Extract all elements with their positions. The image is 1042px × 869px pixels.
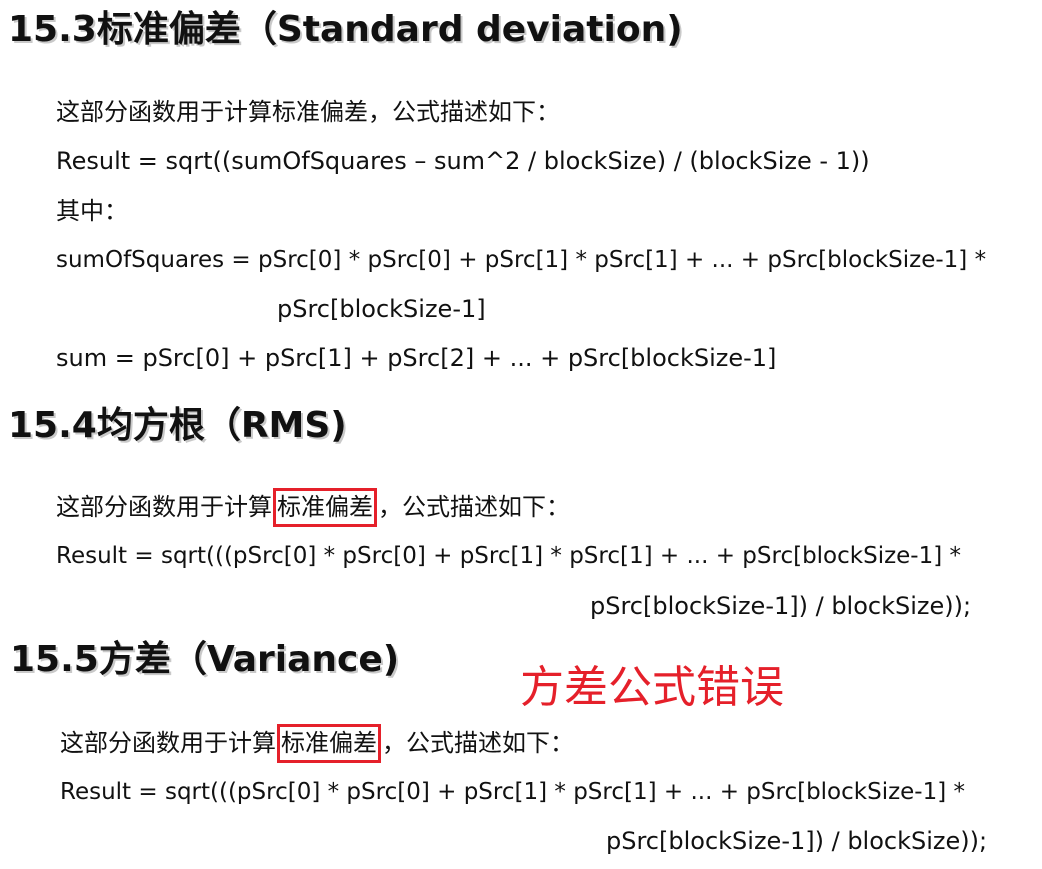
- variance-formula-line-2: pSrc[blockSize-1]) / blockSize));: [606, 827, 988, 855]
- rms-formula-line-2: pSrc[blockSize-1]) / blockSize));: [590, 592, 972, 620]
- std-dev-where-label: 其中：: [56, 197, 128, 225]
- variance-intro: 这部分函数用于计算标准偏差，公式描述如下：: [60, 724, 574, 763]
- variance-intro-before: 这部分函数用于计算: [60, 729, 276, 757]
- sum-line: sum = pSrc[0] + pSrc[1] + pSrc[2] + ... …: [56, 344, 777, 372]
- rms-intro: 这部分函数用于计算标准偏差，公式描述如下：: [56, 488, 570, 527]
- variance-intro-after: ，公式描述如下：: [382, 729, 574, 757]
- section-heading-std-dev: 15.3标准偏差（Standard deviation): [8, 9, 683, 50]
- error-annotation: 方差公式错误: [520, 662, 784, 713]
- rms-intro-before: 这部分函数用于计算: [56, 493, 272, 521]
- section-heading-rms: 15.4均方根（RMS): [8, 405, 347, 446]
- rms-intro-after: ，公式描述如下：: [378, 493, 570, 521]
- std-dev-intro: 这部分函数用于计算标准偏差，公式描述如下：: [56, 98, 560, 126]
- rms-formula-line-1: Result = sqrt(((pSrc[0] * pSrc[0] + pSrc…: [56, 543, 962, 569]
- variance-formula-line-1: Result = sqrt(((pSrc[0] * pSrc[0] + pSrc…: [60, 779, 966, 805]
- sum-of-squares-line-2: pSrc[blockSize-1]: [277, 295, 486, 323]
- section-heading-variance: 15.5方差（Variance): [10, 639, 400, 680]
- rms-intro-highlight-box: 标准偏差: [273, 488, 377, 527]
- std-dev-formula: Result = sqrt((sumOfSquares – sum^2 / bl…: [56, 147, 870, 175]
- sum-of-squares-line-1: sumOfSquares = pSrc[0] * pSrc[0] + pSrc[…: [56, 247, 987, 273]
- variance-intro-highlight-box: 标准偏差: [277, 724, 381, 763]
